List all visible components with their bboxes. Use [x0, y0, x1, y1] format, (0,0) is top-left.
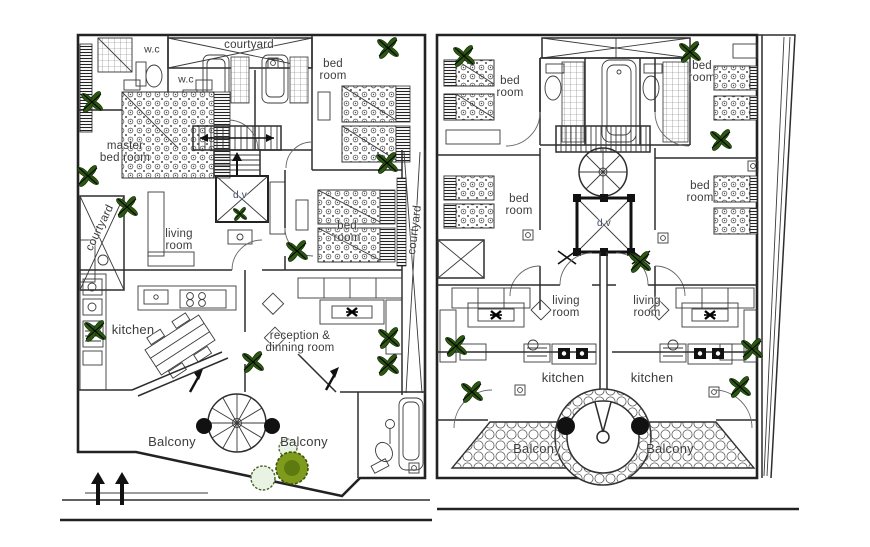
plant-icon [75, 163, 101, 189]
left-courtyard-left [79, 195, 125, 291]
left-spiral-stair [196, 393, 280, 453]
left-bathroom-bottom [357, 392, 424, 478]
right-bedroom-mid-left [437, 175, 495, 279]
plant-icon [739, 336, 765, 362]
plant-icon [240, 349, 266, 375]
entrance-arrow-icon [91, 472, 129, 505]
right-bedroom-mid-right [713, 175, 758, 235]
left-bedroom-top-right [285, 35, 411, 171]
right-bathrooms [539, 57, 691, 146]
left-duct-box [215, 175, 269, 223]
right-living-right-furniture [648, 287, 758, 363]
column-dot [264, 418, 280, 434]
right-outer-wall [435, 33, 759, 480]
dining-table [144, 312, 216, 379]
plant-icon [284, 238, 310, 264]
column-dot [557, 417, 575, 435]
left-staircase [192, 125, 282, 177]
column-dot [196, 418, 212, 434]
left-bedroom-mid-right [284, 170, 396, 270]
right-bedroom-top-right [655, 43, 758, 159]
right-balcony [450, 388, 756, 486]
plant-icon [375, 352, 401, 378]
plant-icon [376, 325, 402, 351]
right-courtyard-top [541, 37, 691, 59]
right-living-left-furniture [439, 287, 552, 363]
left-outer-wall [76, 33, 427, 498]
left-kitchen [79, 270, 246, 392]
right-duct-box [573, 194, 635, 256]
left-courtyard-right [396, 150, 426, 395]
column-dot [631, 417, 649, 435]
left-floor-plan [60, 33, 432, 522]
plant-icon [708, 127, 734, 153]
bush-icons [250, 438, 309, 491]
plant-icon [375, 35, 401, 61]
plant-icon [727, 374, 753, 400]
right-bedroom-top-left [437, 59, 540, 156]
flow-arrow-icon [188, 367, 339, 393]
left-reception-furniture [261, 277, 403, 355]
right-floor-plan [435, 33, 799, 511]
left-master-bedroom [79, 79, 231, 283]
